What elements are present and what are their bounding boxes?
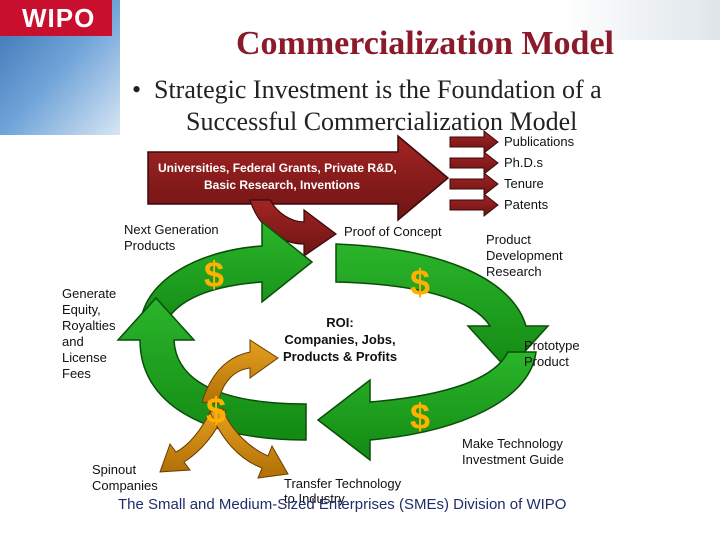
label-product-development-3: Research — [486, 264, 542, 279]
roi-line-1: ROI: — [326, 315, 354, 330]
label-generate-6: Fees — [62, 366, 91, 381]
label-generate-3: Royalties — [62, 318, 116, 333]
output-publications: Publications — [504, 134, 575, 149]
cycle-arrow-top-left — [139, 220, 314, 331]
investment-line-1: Universities, Federal Grants, Private R&… — [158, 161, 397, 175]
label-next-generation-2: Products — [124, 238, 176, 253]
label-proof-of-concept: Proof of Concept — [344, 224, 442, 239]
output-patents: Patents — [504, 197, 549, 212]
corner-image-right — [560, 0, 720, 40]
label-product-development-2: Development — [486, 248, 563, 263]
roi-line-2: Companies, Jobs, — [284, 332, 396, 347]
roi-line-3: Products & Profits — [282, 349, 398, 364]
bullet-line-1: Strategic Investment is the Foundation o… — [154, 75, 602, 104]
label-generate-5: License — [62, 350, 107, 365]
label-next-generation-1: Next Generation — [124, 222, 219, 237]
label-prototype-2: Product — [524, 354, 569, 369]
output-arrows — [449, 129, 499, 218]
label-generate-2: Equity, — [62, 302, 101, 317]
output-arrow-patents — [449, 192, 499, 218]
dollar-sign-bottom-left: $ — [206, 390, 227, 431]
label-spinout-1: Spinout — [92, 462, 137, 477]
dollar-sign-top-right: $ — [410, 262, 431, 303]
label-make-technology-2: Investment Guide — [462, 452, 564, 467]
transfer-arrow — [209, 407, 289, 479]
output-arrow-phds — [449, 150, 499, 176]
label-product-development-1: Product — [486, 232, 531, 247]
label-transfer-2: to Industry — [284, 491, 345, 506]
output-tenure: Tenure — [504, 176, 544, 191]
cycle-arrow-top-right — [335, 243, 550, 372]
wipo-logo: WIPO — [0, 0, 112, 36]
footer-credit: The Small and Medium-Sized Enterprises (… — [118, 496, 567, 513]
investment-arrow — [147, 134, 450, 222]
label-transfer-1: Transfer Technology — [284, 476, 402, 491]
label-generate-4: and — [62, 334, 84, 349]
bullet-marker: • — [132, 75, 142, 104]
label-make-technology-1: Make Technology — [462, 436, 563, 451]
slide-title: Commercialization Model — [235, 25, 614, 62]
dollar-sign-top-left: $ — [204, 254, 225, 295]
roi-feedback-arrow — [201, 339, 279, 405]
investment-line-2: Basic Research, Inventions — [204, 178, 361, 192]
label-spinout-2: Companies — [92, 478, 158, 493]
roi-center-text: ROI: Companies, Jobs, Products & Profits — [250, 314, 430, 365]
dollar-sign-bottom-right: $ — [410, 396, 431, 437]
output-arrow-tenure — [449, 171, 499, 197]
bullet-line-2: Successful Commercialization Model — [186, 107, 578, 136]
label-generate-1: Generate — [62, 286, 117, 301]
output-arrow-publications — [449, 129, 499, 155]
cycle-arrow-bottom-right — [316, 351, 537, 462]
output-phds: Ph.D.s — [504, 155, 544, 170]
label-prototype-1: Prototype — [524, 338, 580, 353]
